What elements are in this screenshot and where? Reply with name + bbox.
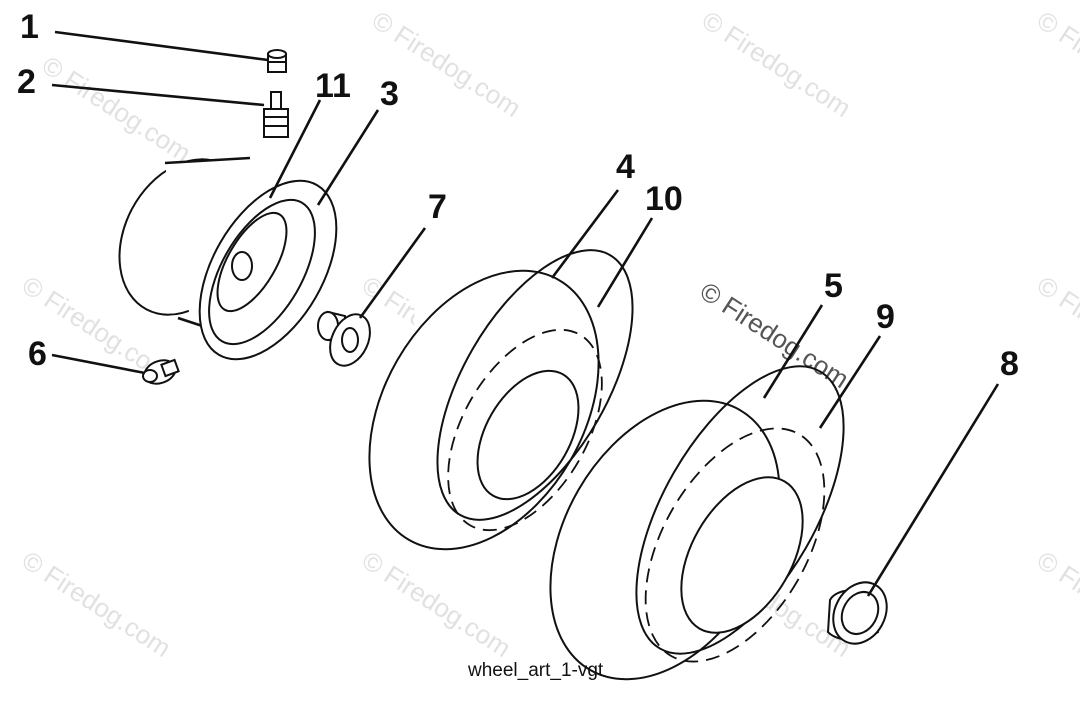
- watermark-7: © Firedog.com: [17, 545, 177, 663]
- part-bushing: [826, 581, 888, 645]
- part-spacer: [317, 310, 371, 367]
- part-rear-tire: [549, 365, 845, 681]
- callout-1: 1: [20, 8, 39, 46]
- leader-11: [268, 99, 322, 199]
- watermark-8: © Firedog.com: [357, 545, 517, 663]
- callout-8: 8: [1000, 345, 1019, 383]
- part-valve-stem: [263, 91, 289, 138]
- callout-5: 5: [824, 267, 843, 305]
- watermark-11: © Firedog.com: [37, 50, 197, 168]
- leader-5: [762, 304, 824, 399]
- leader-10: [596, 217, 654, 308]
- figure-caption: wheel_art_1-vgt: [467, 660, 604, 681]
- part-front-tire: [368, 249, 634, 554]
- callout-6: 6: [28, 335, 47, 373]
- callout-3: 3: [380, 75, 399, 113]
- leader-1: [54, 30, 269, 62]
- callout-11: 11: [315, 67, 351, 105]
- leader-lines: [51, 30, 1000, 597]
- leader-2: [51, 83, 265, 107]
- part-wheel-rim: [118, 155, 338, 361]
- watermark-3: © Firedog.com: [1032, 5, 1080, 123]
- watermark-2: © Firedog.com: [697, 5, 857, 123]
- leader-6: [51, 353, 146, 375]
- leader-4: [550, 189, 620, 279]
- callout-9: 9: [876, 298, 895, 336]
- watermark-6: © Firedog.com: [1032, 270, 1080, 388]
- callout-labels: 1 2 11 3 6 7 4 10 5 9 8: [17, 8, 1019, 383]
- callout-7: 7: [428, 188, 447, 226]
- part-grease-fitting: [142, 358, 180, 385]
- leader-8: [866, 383, 1000, 597]
- part-valve-cap: [267, 49, 287, 73]
- leader-9: [818, 335, 882, 429]
- watermark-10: © Firedog.com: [1032, 545, 1080, 663]
- leader-7: [358, 227, 427, 319]
- callout-10: 10: [645, 180, 683, 218]
- callout-2: 2: [17, 63, 36, 101]
- leader-3: [316, 109, 380, 206]
- callout-4: 4: [616, 148, 635, 186]
